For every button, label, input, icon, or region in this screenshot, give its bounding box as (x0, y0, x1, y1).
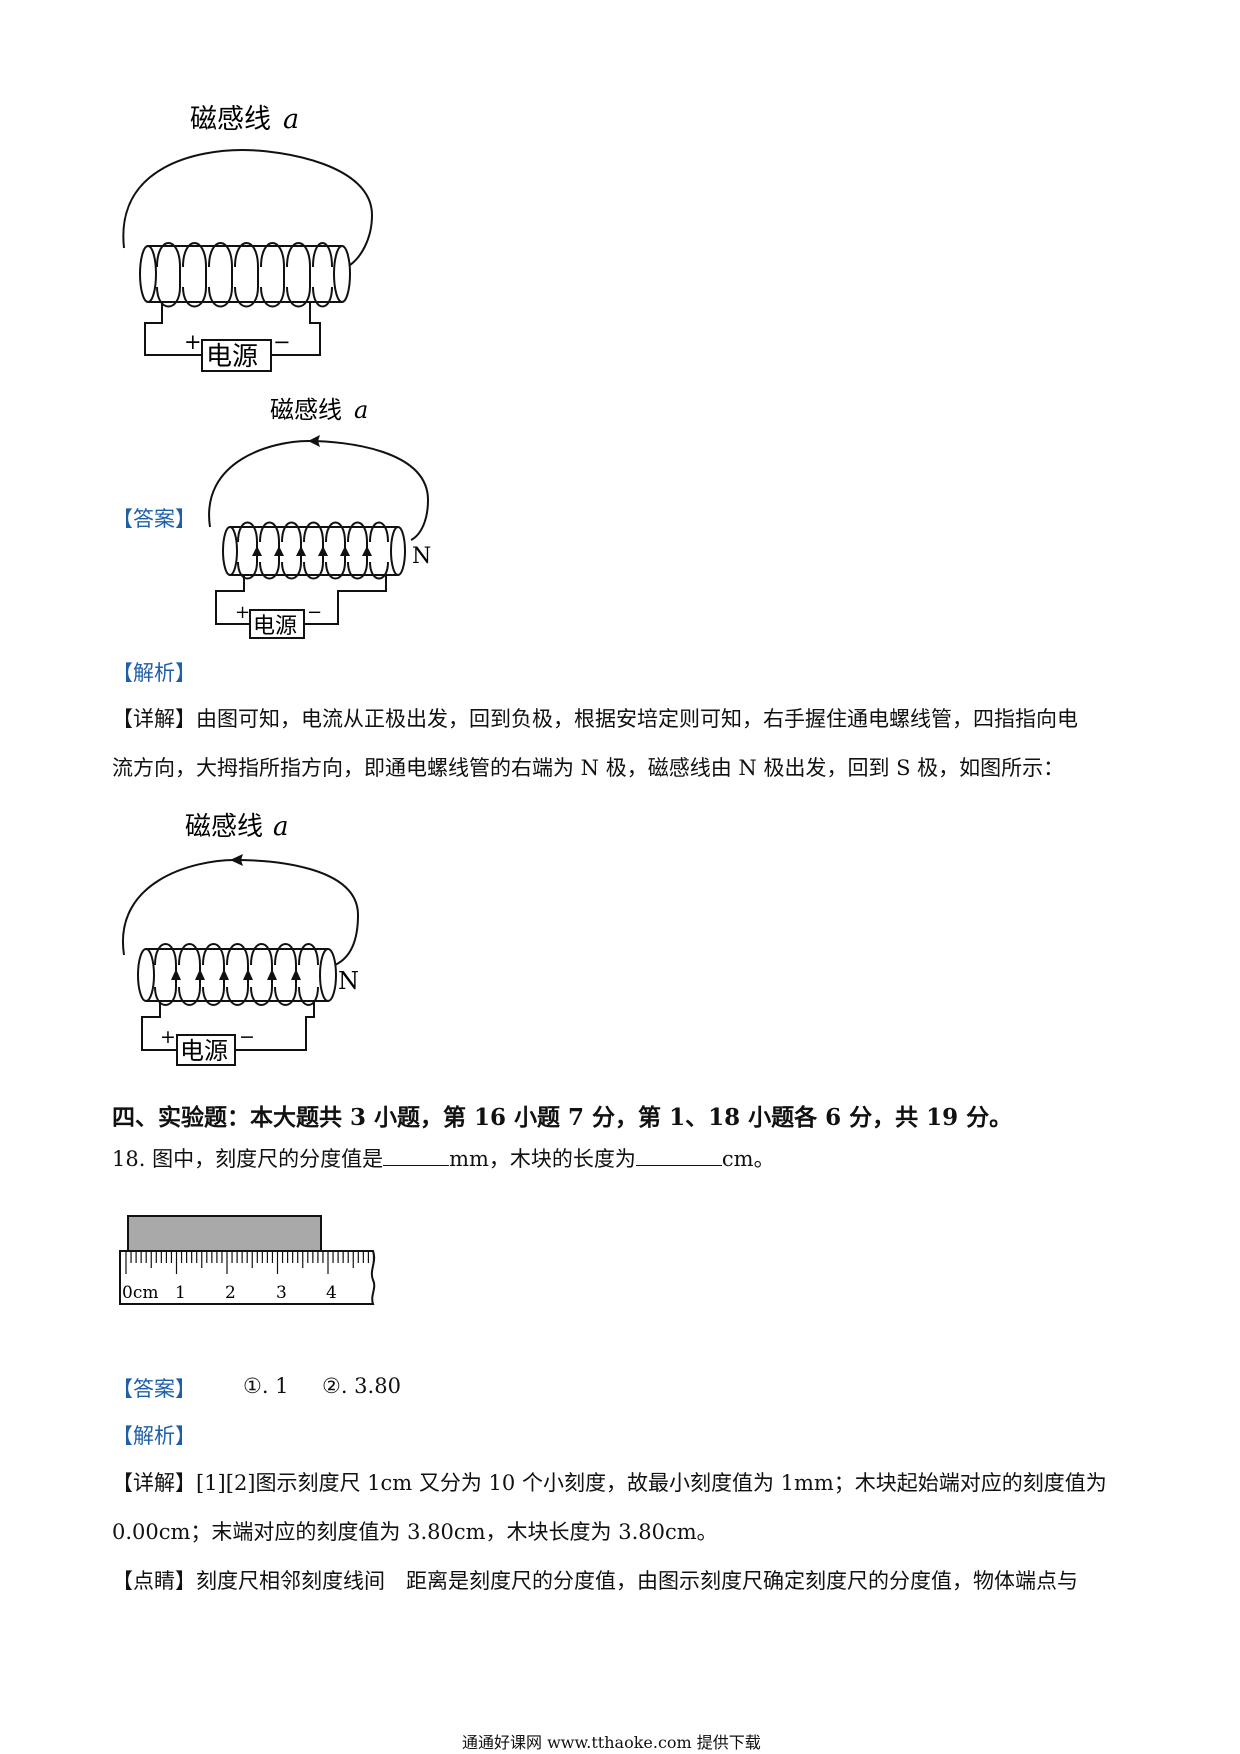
q18-stem: 18. 图中，刻度尺的分度值是 mm，木块的长度为 cm。 (112, 1143, 775, 1174)
q18-detail-line-2: 0.00cm；末端对应的刻度值为 3.80cm，木块长度为 3.80cm。 (112, 1520, 718, 1544)
fig3-title-var: a (273, 812, 289, 842)
fig3-title: 磁感线 (185, 812, 263, 842)
q17-detail-text-1: 由图可知，电流从正极出发，回到负极，根据安培定则可知，右手握住通电螺线管，四指指… (196, 707, 1078, 731)
q18-stem-c: cm。 (721, 1147, 775, 1171)
fig2-power-source (249, 609, 305, 639)
q18-comment-tag: 【点睛】 (112, 1569, 196, 1593)
section-4-heading: 四、实验题：本大题共 3 小题，第 16 小题 7 分，第 1、18 小题各 6… (112, 1104, 1013, 1131)
q18-stem-b: mm，木块的长度为 (449, 1147, 636, 1171)
ruler-label-1: 1 (175, 1283, 186, 1303)
fig1-title-var: a (283, 104, 299, 135)
fig3-current-arrows (171, 969, 301, 980)
figure-solenoid-question: 磁感线 a 电源 + − (122, 104, 374, 372)
ruler-label-3: 3 (276, 1283, 287, 1303)
q18-detail-tag: 【详解】 (112, 1471, 196, 1495)
fig2-current-arrows (252, 546, 372, 556)
fig3-solenoid (137, 943, 337, 1006)
q18-analysis-tag: 【解析】 (112, 1424, 196, 1448)
q18-blank-2[interactable] (635, 1143, 722, 1166)
fig1-field-line (122, 148, 374, 266)
q17-detail-line-1: 【详解】由图可知，电流从正极出发，回到负极，根据安培定则可知，右手握住通电螺线管… (112, 695, 1078, 744)
fig3-field-line (121, 858, 360, 966)
fig2-field-arrow-icon (308, 435, 320, 447)
q18-detail-line-1: 【详解】[1][2]图示刻度尺 1cm 又分为 10 个小刻度，故最小刻度值为 … (112, 1459, 1107, 1508)
q18-answer-2: ②. 3.80 (322, 1374, 401, 1398)
fig1-plus-terminal: + (184, 330, 202, 354)
fig1-solenoid (139, 242, 351, 308)
fig1-circuit-wires (144, 302, 321, 356)
ruler-body (119, 1250, 376, 1305)
fig1-power-source (201, 339, 272, 372)
fig2-north-pole-label: N (412, 544, 431, 569)
figure-solenoid-explanation: 磁感线 a N 电源 + − (121, 812, 360, 1066)
fig3-source-label: 电源 (180, 1037, 228, 1065)
figure-solenoid-answer: 磁感线 a N 电源 + − (208, 396, 431, 639)
q18-comment-line: 【点睛】刻度尺相邻刻度线间 距离是刻度尺的分度值，由图示刻度尺确定刻度尺的分度值… (112, 1557, 1078, 1606)
q18-answer-1: ①. 1 (243, 1374, 289, 1398)
wooden-block (127, 1215, 322, 1252)
q18-answer-tag: 【答案】 (112, 1377, 196, 1401)
ruler-ticks (125, 1252, 375, 1274)
q17-detail-line-2: 流方向，大拇指所指方向，即通电螺线管的右端为 N 极，磁感线由 N 极出发，回到… (112, 756, 1065, 780)
fig3-power-source (176, 1034, 236, 1066)
fig2-field-line (208, 439, 430, 541)
fig2-circuit-wires (215, 575, 387, 625)
q18-comment-text: 刻度尺相邻刻度线间 距离是刻度尺的分度值，由图示刻度尺确定刻度尺的分度值，物体端… (196, 1569, 1078, 1593)
fig1-source-label: 电源 (206, 342, 258, 372)
q18-blank-1[interactable] (383, 1143, 450, 1166)
fig2-plus-terminal: + (235, 602, 250, 623)
q18-detail-text-1: [1][2]图示刻度尺 1cm 又分为 10 个小刻度，故最小刻度值为 1mm；… (196, 1471, 1107, 1495)
fig1-title: 磁感线 (190, 104, 271, 135)
page-footer: 通通好课网 www.tthaoke.com 提供下载 (462, 1733, 761, 1752)
fig2-title-var: a (354, 396, 368, 424)
fig3-field-arrow-icon (230, 854, 243, 866)
ruler-label-2: 2 (225, 1283, 236, 1303)
fig3-north-pole-label: N (338, 967, 359, 995)
fig1-minus-terminal: − (273, 330, 291, 354)
q17-answer-tag: 【答案】 (112, 507, 196, 531)
fig3-minus-terminal: − (239, 1026, 255, 1048)
ruler-label-4: 4 (326, 1283, 337, 1303)
q17-analysis-tag: 【解析】 (112, 661, 196, 685)
fig2-title: 磁感线 (270, 396, 342, 424)
figure-ruler: 0cm 1 2 3 4 (119, 1215, 376, 1305)
q17-detail-tag: 【详解】 (112, 707, 196, 731)
fig2-solenoid (222, 521, 406, 580)
fig2-minus-terminal: − (307, 602, 322, 623)
ruler-label-0cm: 0cm (122, 1283, 158, 1303)
q18-stem-a: 18. 图中，刻度尺的分度值是 (112, 1147, 384, 1171)
fig3-circuit-wires (141, 1001, 315, 1051)
fig2-source-label: 电源 (253, 614, 297, 639)
fig3-plus-terminal: + (160, 1026, 176, 1048)
